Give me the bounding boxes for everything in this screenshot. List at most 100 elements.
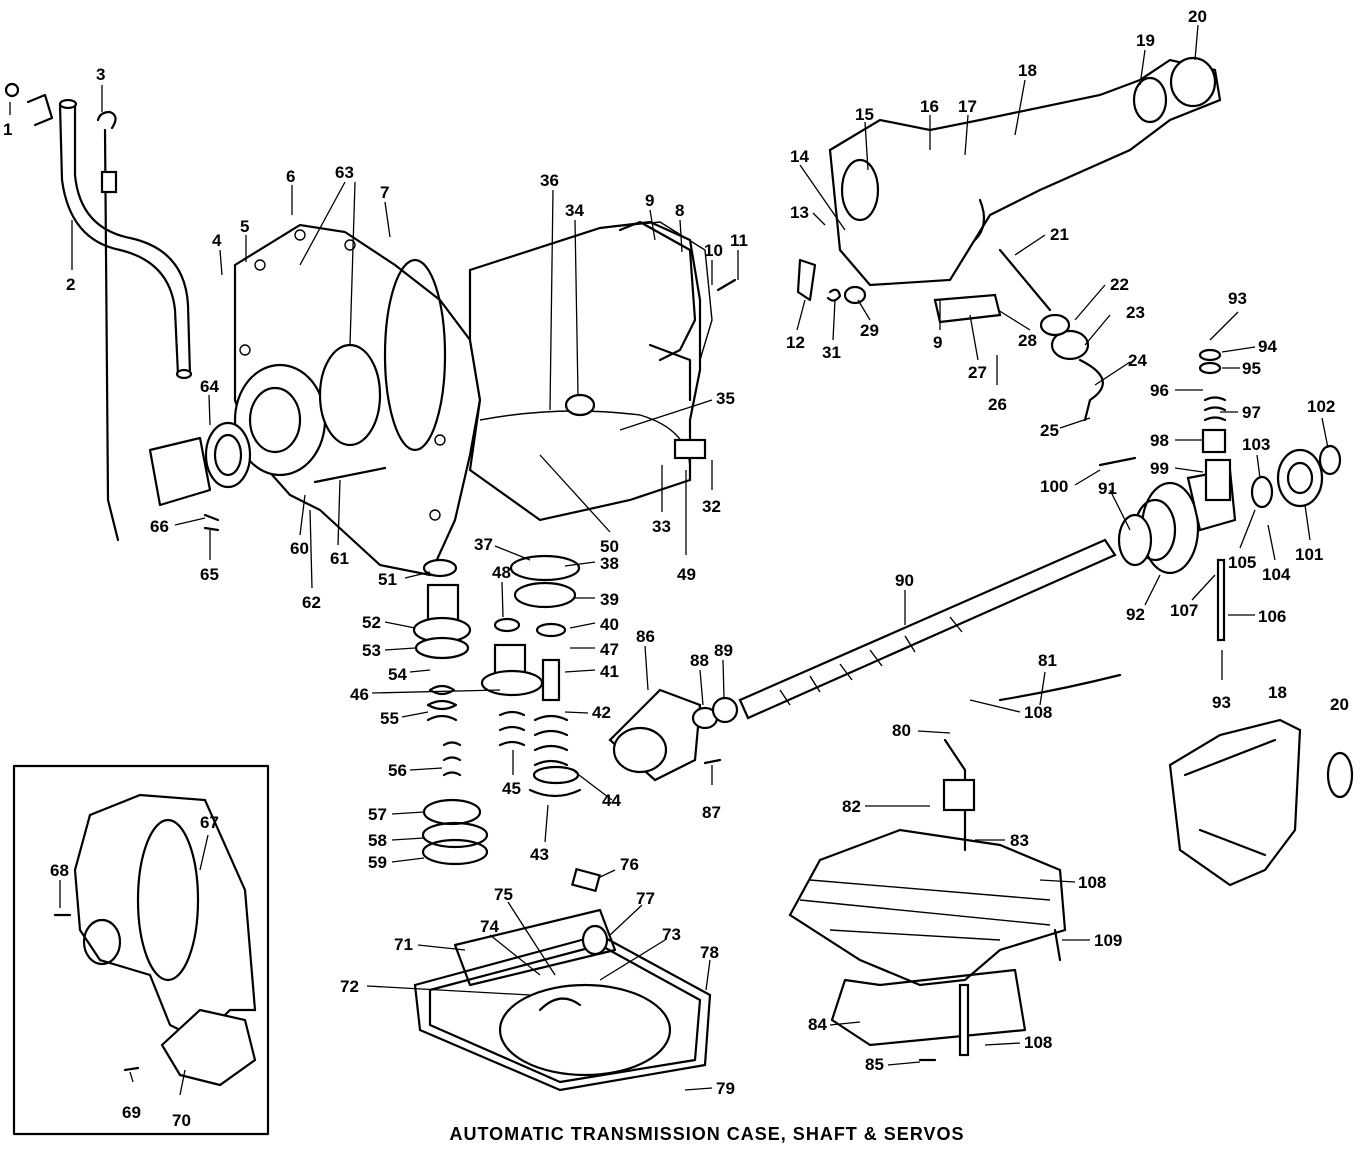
output-shaft xyxy=(608,538,1117,782)
callout-77: 77 xyxy=(636,889,655,908)
callout-44: 44 xyxy=(602,791,621,810)
callout-12: 12 xyxy=(786,333,805,352)
callout-41: 41 xyxy=(600,662,619,681)
callout-86: 86 xyxy=(636,627,655,646)
servo-assemblies xyxy=(412,554,582,866)
callout-labels: 1 2 3 4 5 6 7 63 36 34 9 8 10 11 64 66 6… xyxy=(3,7,1349,1130)
callout-24: 24 xyxy=(1128,351,1147,370)
callout-28: 28 xyxy=(1018,331,1037,350)
front-pump xyxy=(148,343,387,532)
filler-tube-and-dipstick xyxy=(4,82,193,542)
callout-13: 13 xyxy=(790,203,809,222)
callout-3: 3 xyxy=(96,65,105,84)
callout-102: 102 xyxy=(1307,397,1335,416)
valve-body xyxy=(788,673,1122,1062)
callout-8: 8 xyxy=(675,201,684,220)
callout-60: 60 xyxy=(290,539,309,558)
callout-107: 107 xyxy=(1170,601,1198,620)
callout-66: 66 xyxy=(150,517,169,536)
callout-49: 49 xyxy=(677,565,696,584)
callout-100: 100 xyxy=(1040,477,1068,496)
callout-19-top: 19 xyxy=(1136,31,1155,50)
diagram-caption: AUTOMATIC TRANSMISSION CASE, SHAFT & SER… xyxy=(449,1124,965,1144)
extension-housing-alt xyxy=(1168,718,1354,887)
callout-78: 78 xyxy=(700,943,719,962)
callout-98: 98 xyxy=(1150,431,1169,450)
callout-80: 80 xyxy=(892,721,911,740)
callout-62: 62 xyxy=(302,593,321,612)
callout-65: 65 xyxy=(200,565,219,584)
callout-83: 83 xyxy=(1010,831,1029,850)
callout-20-top: 20 xyxy=(1188,7,1207,26)
callout-91: 91 xyxy=(1098,479,1117,498)
callout-1: 1 xyxy=(3,120,12,139)
callout-108-bottom: 108 xyxy=(1024,1033,1052,1052)
callout-63: 63 xyxy=(335,163,354,182)
callout-106: 106 xyxy=(1258,607,1286,626)
callout-37: 37 xyxy=(474,535,493,554)
callout-92: 92 xyxy=(1126,605,1145,624)
callout-61: 61 xyxy=(330,549,349,568)
leader-lines xyxy=(9,24,1329,1096)
callout-7: 7 xyxy=(380,183,389,202)
callout-64: 64 xyxy=(200,377,219,396)
callout-96: 96 xyxy=(1150,381,1169,400)
callout-93-bottom: 93 xyxy=(1212,693,1231,712)
callout-58: 58 xyxy=(368,831,387,850)
callout-89: 89 xyxy=(714,641,733,660)
callout-97: 97 xyxy=(1242,403,1261,422)
callout-71: 71 xyxy=(394,935,413,954)
callout-2: 2 xyxy=(66,275,75,294)
callout-90: 90 xyxy=(895,571,914,590)
callout-45: 45 xyxy=(502,779,521,798)
callout-4: 4 xyxy=(212,231,222,250)
callout-17: 17 xyxy=(958,97,977,116)
callout-10: 10 xyxy=(704,241,723,260)
callout-67: 67 xyxy=(200,813,219,832)
callout-56: 56 xyxy=(388,761,407,780)
callout-93-top: 93 xyxy=(1228,289,1247,308)
callout-16: 16 xyxy=(920,97,939,116)
callout-74: 74 xyxy=(480,917,499,936)
callout-55: 55 xyxy=(380,709,399,728)
callout-14: 14 xyxy=(790,147,809,166)
callout-18-top: 18 xyxy=(1018,61,1037,80)
callout-108-top: 108 xyxy=(1024,703,1052,722)
callout-33: 33 xyxy=(652,517,671,536)
callout-85: 85 xyxy=(865,1055,884,1074)
callout-9-housing: 9 xyxy=(933,333,942,352)
callout-26: 26 xyxy=(988,395,1007,414)
callout-40: 40 xyxy=(600,615,619,634)
callout-50: 50 xyxy=(600,537,619,556)
callout-29: 29 xyxy=(860,321,879,340)
callout-15: 15 xyxy=(855,105,874,124)
callout-99: 99 xyxy=(1150,459,1169,478)
callout-18-bottom: 18 xyxy=(1268,683,1287,702)
callout-32: 32 xyxy=(702,497,721,516)
callout-105: 105 xyxy=(1228,553,1256,572)
callout-34: 34 xyxy=(565,201,584,220)
callout-75: 75 xyxy=(494,885,513,904)
callout-35: 35 xyxy=(716,389,735,408)
callout-81: 81 xyxy=(1038,651,1057,670)
callout-57: 57 xyxy=(368,805,387,824)
callout-23: 23 xyxy=(1126,303,1145,322)
callout-9-case: 9 xyxy=(645,191,654,210)
callout-5: 5 xyxy=(240,217,249,236)
callout-68: 68 xyxy=(50,861,69,880)
oil-pan xyxy=(413,867,712,1092)
callout-73: 73 xyxy=(662,925,681,944)
callout-103: 103 xyxy=(1242,435,1270,454)
inset-panel xyxy=(12,764,270,1136)
callout-27: 27 xyxy=(968,363,987,382)
callout-38: 38 xyxy=(600,554,619,573)
callout-39: 39 xyxy=(600,590,619,609)
callout-36: 36 xyxy=(540,171,559,190)
callout-47: 47 xyxy=(600,640,619,659)
callout-48: 48 xyxy=(492,563,511,582)
callout-104: 104 xyxy=(1262,565,1291,584)
callout-11: 11 xyxy=(730,231,748,250)
callout-6: 6 xyxy=(286,167,295,186)
governor-and-gear xyxy=(1098,348,1342,642)
callout-101: 101 xyxy=(1295,545,1323,564)
